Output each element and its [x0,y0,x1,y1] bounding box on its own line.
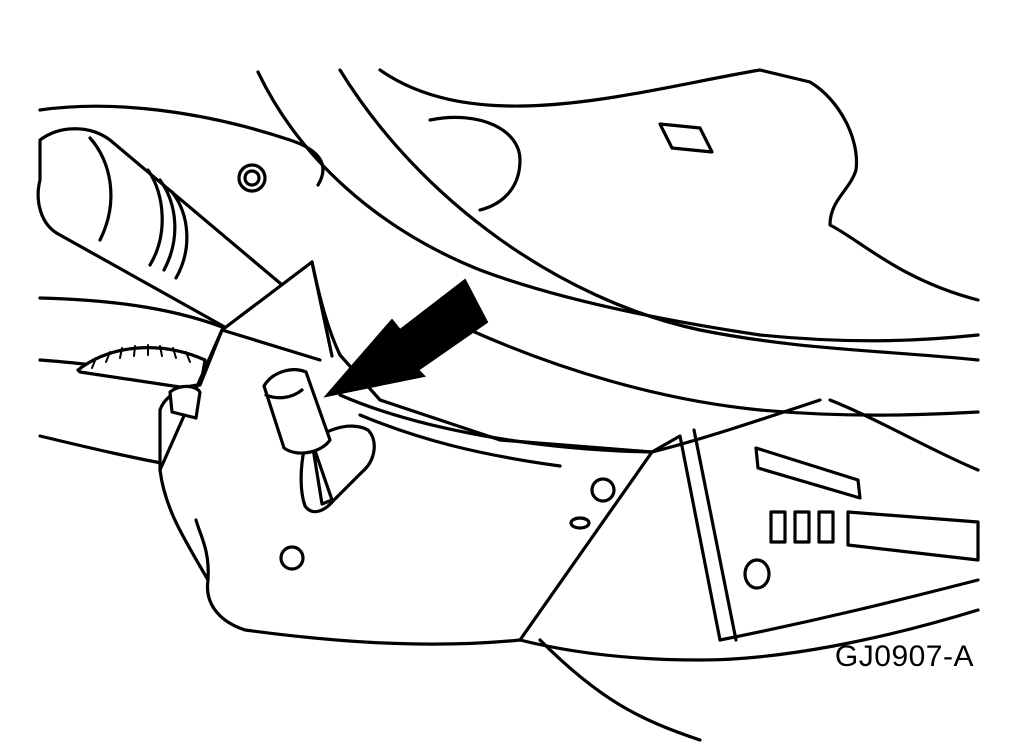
instrument-panel [518,398,980,742]
pointer-arrow [323,278,489,398]
panel-slot-wide [846,510,980,562]
steering-wheel-rim [338,68,980,417]
release-pin [262,368,376,514]
panel-slot-2 [793,510,811,544]
arrow-shape [323,278,489,398]
figure-label: GJ0907-A [834,640,974,673]
panel-slot-long [754,446,862,500]
panel-slot-3 [817,510,835,544]
lower-shroud [158,260,654,646]
slot-mark [658,122,714,154]
panel-slot-1 [769,510,787,544]
upper-shroud [256,68,980,343]
mounting-hole-left [279,545,305,571]
mounting-bolt-top [237,163,267,193]
gauge [76,344,207,392]
panel-hole [743,558,771,590]
mounting-hole-small [569,516,591,530]
mounting-hole-right [590,477,616,503]
